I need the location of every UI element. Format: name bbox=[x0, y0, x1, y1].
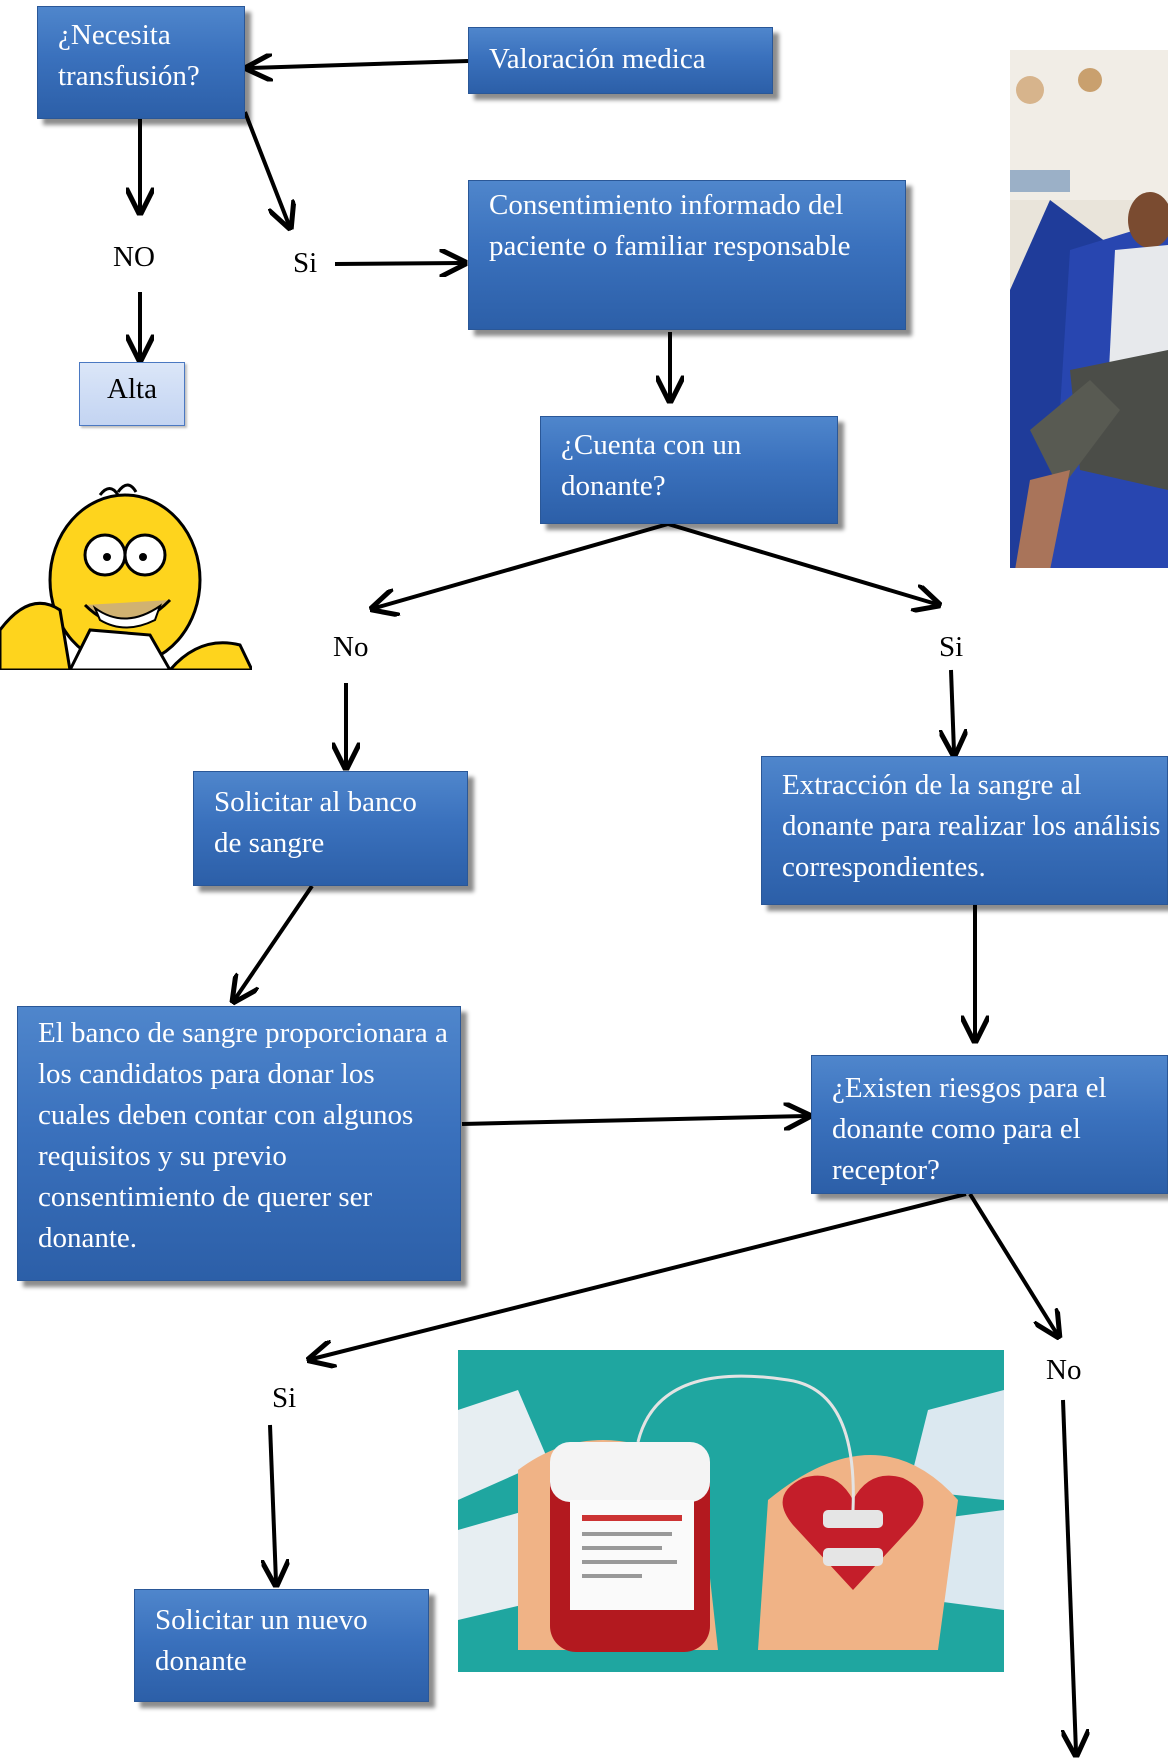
arrow-cuenta-to-si bbox=[667, 522, 936, 604]
arrow-si-to-consentimiento bbox=[334, 263, 462, 264]
box-nuevo-donante: Solicitar un nuevo donante bbox=[134, 1589, 429, 1702]
homer-illustration bbox=[0, 470, 252, 670]
box-existen-riesgos: ¿Existen riesgos para el donante como pa… bbox=[811, 1055, 1168, 1194]
box-nuevo-donante-text: Solicitar un nuevo donante bbox=[155, 1604, 368, 1677]
box-solicitar-banco-text: Solicitar al banco de sangre bbox=[214, 786, 417, 859]
box-banco-proporcionara-text: El banco de sangre proporcionara a los c… bbox=[38, 1017, 448, 1254]
box-extraccion-text: Extracción de la sangre al donante para … bbox=[782, 769, 1161, 883]
label-si-upper: Si bbox=[293, 247, 318, 279]
box-solicitar-banco: Solicitar al banco de sangre bbox=[193, 771, 468, 886]
box-extraccion: Extracción de la sangre al donante para … bbox=[761, 756, 1168, 905]
box-valoracion-medica-text: Valoración medica bbox=[489, 43, 706, 75]
box-necesita-transfusion: ¿Necesita transfusión? bbox=[37, 6, 245, 119]
arrow-necesita-to-si bbox=[243, 111, 289, 225]
box-alta-text: Alta bbox=[107, 373, 157, 405]
arrow-valoracion-to-necesita bbox=[250, 61, 469, 68]
box-consentimiento-text: Consentimiento informado del paciente o … bbox=[489, 189, 851, 262]
label-no-upper: NO bbox=[113, 241, 155, 273]
box-cuenta-donante-text: ¿Cuenta con un donante? bbox=[561, 429, 742, 502]
arrow-no-to-bottom bbox=[1061, 1399, 1076, 1752]
arrow-banco-to-riesgos bbox=[461, 1116, 806, 1124]
box-banco-proporcionara: El banco de sangre proporcionara a los c… bbox=[17, 1006, 461, 1281]
arrow-si-to-nuevo bbox=[270, 1424, 276, 1582]
box-consentimiento: Consentimiento informado del paciente o … bbox=[468, 180, 906, 330]
blood-donation-illustration bbox=[458, 1350, 1004, 1672]
box-existen-riesgos-text: ¿Existen riesgos para el donante como pa… bbox=[832, 1072, 1107, 1186]
label-si-lower: Si bbox=[272, 1382, 297, 1414]
arrow-riesgos-to-no bbox=[968, 1192, 1057, 1334]
arrow-solicitar-to-banco bbox=[235, 884, 314, 999]
arrow-si-to-extraccion bbox=[951, 669, 954, 752]
patient-photo bbox=[1010, 50, 1168, 568]
label-si-middle: Si bbox=[939, 631, 964, 663]
box-cuenta-donante: ¿Cuenta con un donante? bbox=[540, 416, 838, 524]
arrow-cuenta-to-no bbox=[375, 522, 669, 608]
box-necesita-transfusion-text: ¿Necesita transfusión? bbox=[58, 19, 200, 92]
label-no-middle: No bbox=[333, 631, 369, 663]
box-alta: Alta bbox=[79, 362, 185, 426]
box-valoracion-medica: Valoración medica bbox=[468, 27, 773, 94]
arrow-riesgos-to-si bbox=[312, 1192, 967, 1359]
label-no-lower: No bbox=[1046, 1354, 1082, 1386]
